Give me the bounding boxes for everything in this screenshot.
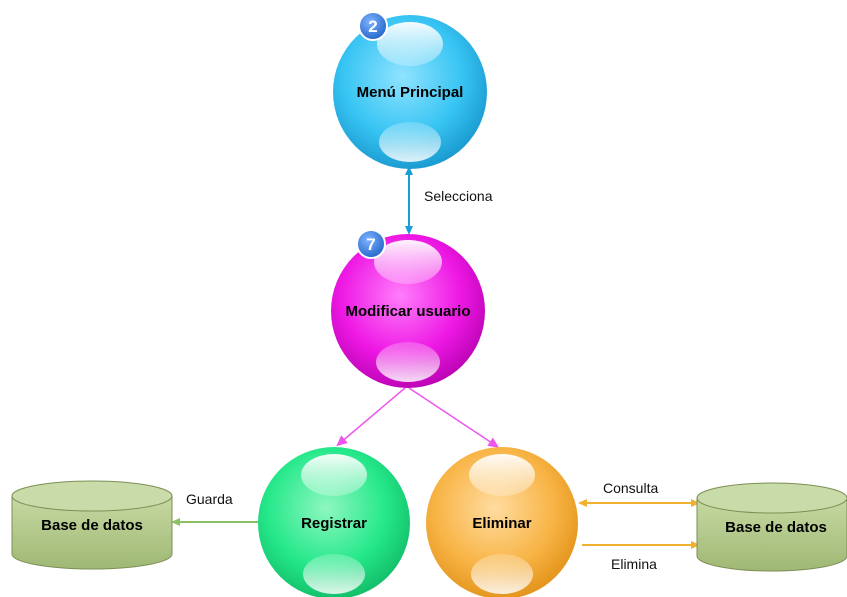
node-eliminar: Eliminar (426, 447, 578, 597)
node-modificar-usuario: Modificar usuario (331, 234, 485, 388)
edge-modificar-registrar (336, 387, 406, 447)
badge-menu-principal: 2 (358, 11, 388, 41)
node-eliminar-label: Eliminar (472, 515, 531, 532)
node-modificar-usuario-label: Modificar usuario (345, 303, 470, 320)
edge-modificar-eliminar (408, 387, 500, 448)
database-left-label: Base de datos (41, 517, 143, 534)
database-right: Base de datos (696, 482, 847, 572)
node-registrar-label: Registrar (301, 515, 367, 532)
node-registrar: Registrar (258, 447, 410, 597)
edge-label-elimina: Elimina (611, 556, 657, 572)
node-menu-principal: Menú Principal (333, 15, 487, 169)
edge-label-guarda: Guarda (186, 491, 233, 507)
badge-modificar-usuario-number: 7 (366, 235, 375, 254)
edge-label-selecciona: Selecciona (424, 188, 493, 204)
edge-label-consulta: Consulta (603, 480, 658, 496)
badge-modificar-usuario: 7 (356, 229, 386, 259)
database-right-label: Base de datos (725, 519, 827, 536)
node-menu-principal-label: Menú Principal (357, 84, 464, 101)
database-left: Base de datos (11, 480, 173, 570)
badge-menu-principal-number: 2 (368, 17, 377, 36)
